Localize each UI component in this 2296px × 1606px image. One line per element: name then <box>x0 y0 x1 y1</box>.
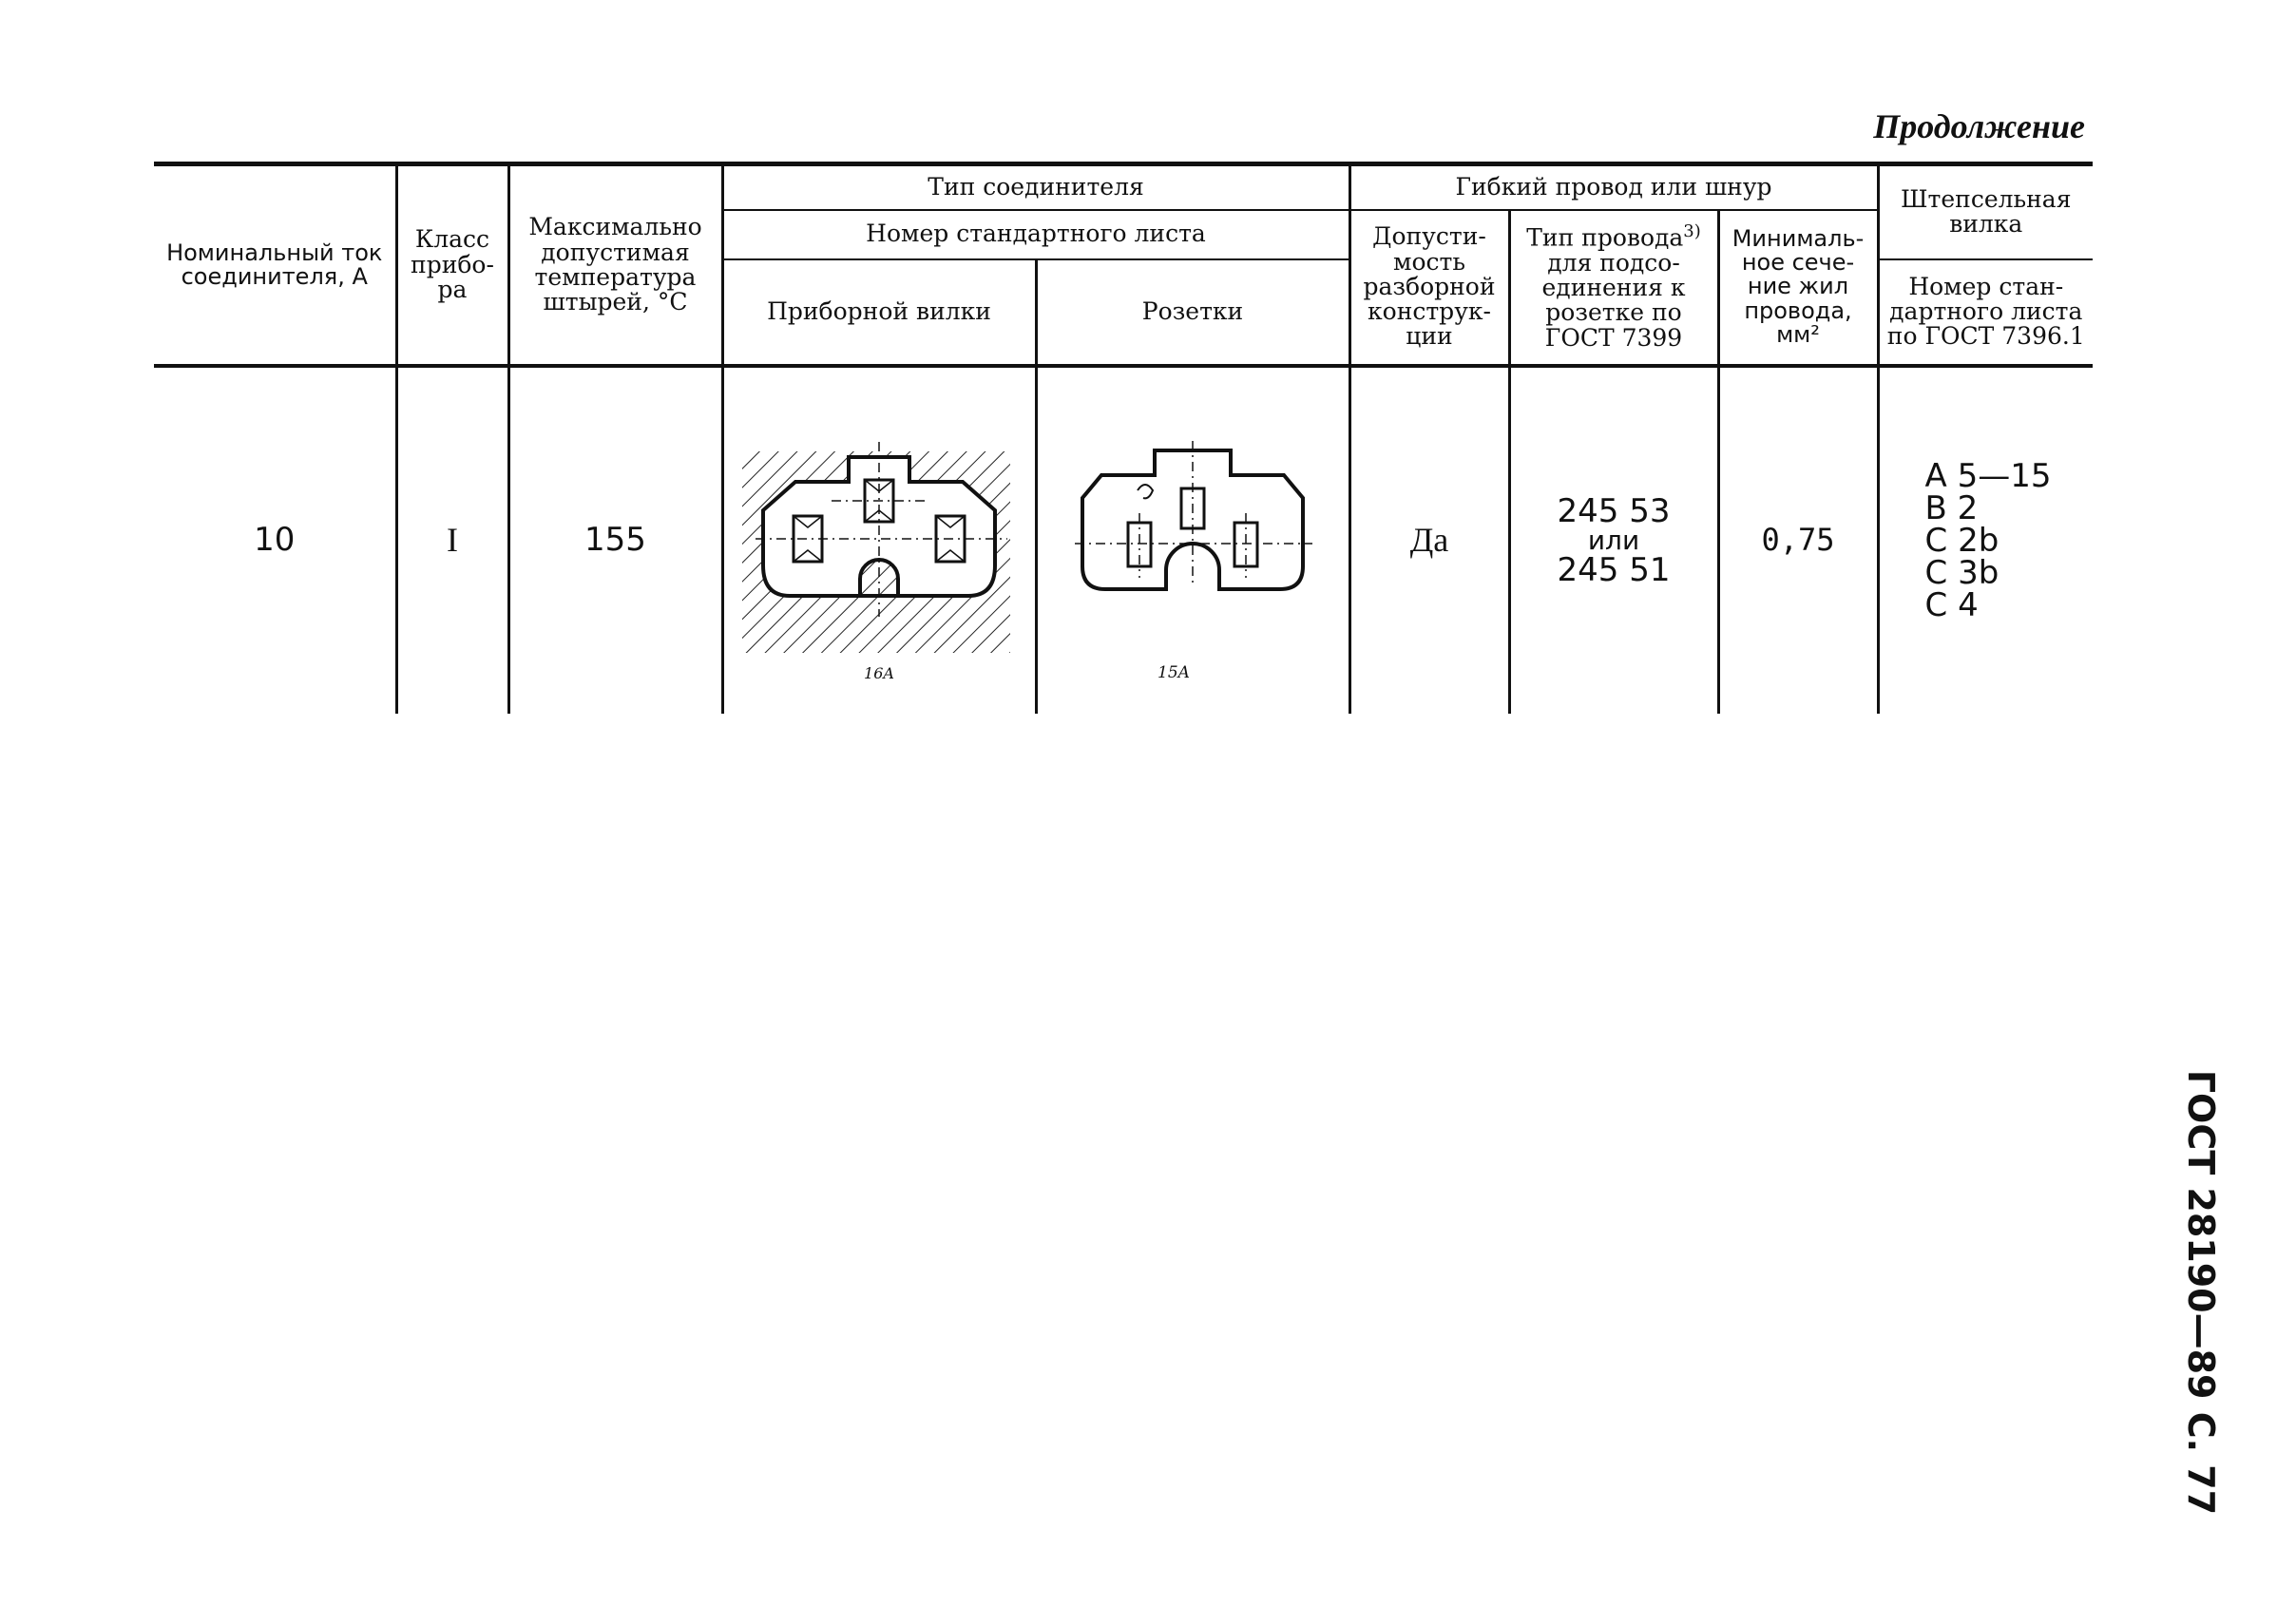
cell-min-section: 0,75 <box>1716 365 1880 714</box>
header-wire-type: Тип провода3) для подсо-единения к розет… <box>1507 209 1720 368</box>
wire-type-footnote: 3) <box>1683 221 1701 242</box>
header-plug-sheet: Номер стан-дартного листа по ГОСТ 7396.1 <box>1876 258 2094 368</box>
plug-sheet-item: С 3b <box>1924 553 1999 592</box>
header-standard-sheet-number: Номер стандартного листа <box>722 209 1351 260</box>
wire-type-line: или <box>1587 524 1640 556</box>
continuation-label: Продолжение <box>1873 107 2085 145</box>
wire-type-label-rest: для подсо-единения к розетке по ГОСТ 739… <box>1541 248 1686 352</box>
cell-plug-sheets: А 5—15 В 2 С 2b С 3b С 4 <box>1876 365 2094 714</box>
wire-type-line: 245 53 <box>1557 491 1671 530</box>
cell-appliance-plug-drawing: 16A <box>720 365 1038 714</box>
cell-rated-current: 10 <box>154 365 398 714</box>
header-max-temperature: Максимально допустимая температура штыре… <box>507 162 724 368</box>
table-row: 10 I 155 <box>154 365 2094 714</box>
specification-table: Номинальный ток соединителя, А Класс при… <box>154 162 2094 714</box>
cell-max-temperature: 155 <box>507 365 724 714</box>
document-reference: ГОСТ 28190—89 С. 77 <box>2180 1069 2222 1516</box>
plug-sheet-item: А 5—15 <box>1924 456 2052 495</box>
plug-sheet-item: С 4 <box>1924 585 1979 624</box>
wire-type-label: Тип провода <box>1526 223 1684 252</box>
header-rewirable: Допусти-мость разборной конструк-ции <box>1348 209 1511 368</box>
header-sockets: Розетки <box>1034 258 1351 368</box>
header-plug: Штепсельная вилка <box>1876 162 2094 260</box>
side-label-wrapper: ГОСТ 28190—89 С. 77 <box>2172 1070 2229 1515</box>
socket-drawing <box>1075 440 1312 591</box>
socket-drawing-label: 15A <box>1158 662 1190 682</box>
appliance-drawing-label: 16A <box>864 664 894 683</box>
plug-sheet-item: В 2 <box>1924 488 1979 527</box>
cell-wire-type: 245 53 или 245 51 <box>1507 365 1720 714</box>
cell-socket-drawing: 15A <box>1034 365 1351 714</box>
header-min-section: Минималь-ное сече-ние жил провода, мм² <box>1716 209 1879 368</box>
plug-sheet-item: С 2b <box>1924 521 1999 560</box>
wire-type-line: 245 51 <box>1557 550 1671 589</box>
header-flexible-cord: Гибкий провод или шнур <box>1348 162 1880 211</box>
header-device-class: Класс прибо-ра <box>394 162 510 368</box>
header-connector-type: Тип соединителя <box>720 162 1351 211</box>
header-rated-current: Номинальный ток соединителя, А <box>154 162 398 368</box>
cell-device-class: I <box>394 365 510 714</box>
appliance-plug-drawing <box>742 442 1010 654</box>
header-appliance-plug: Приборной вилки <box>722 258 1038 368</box>
cell-rewirable: Да <box>1348 365 1511 714</box>
